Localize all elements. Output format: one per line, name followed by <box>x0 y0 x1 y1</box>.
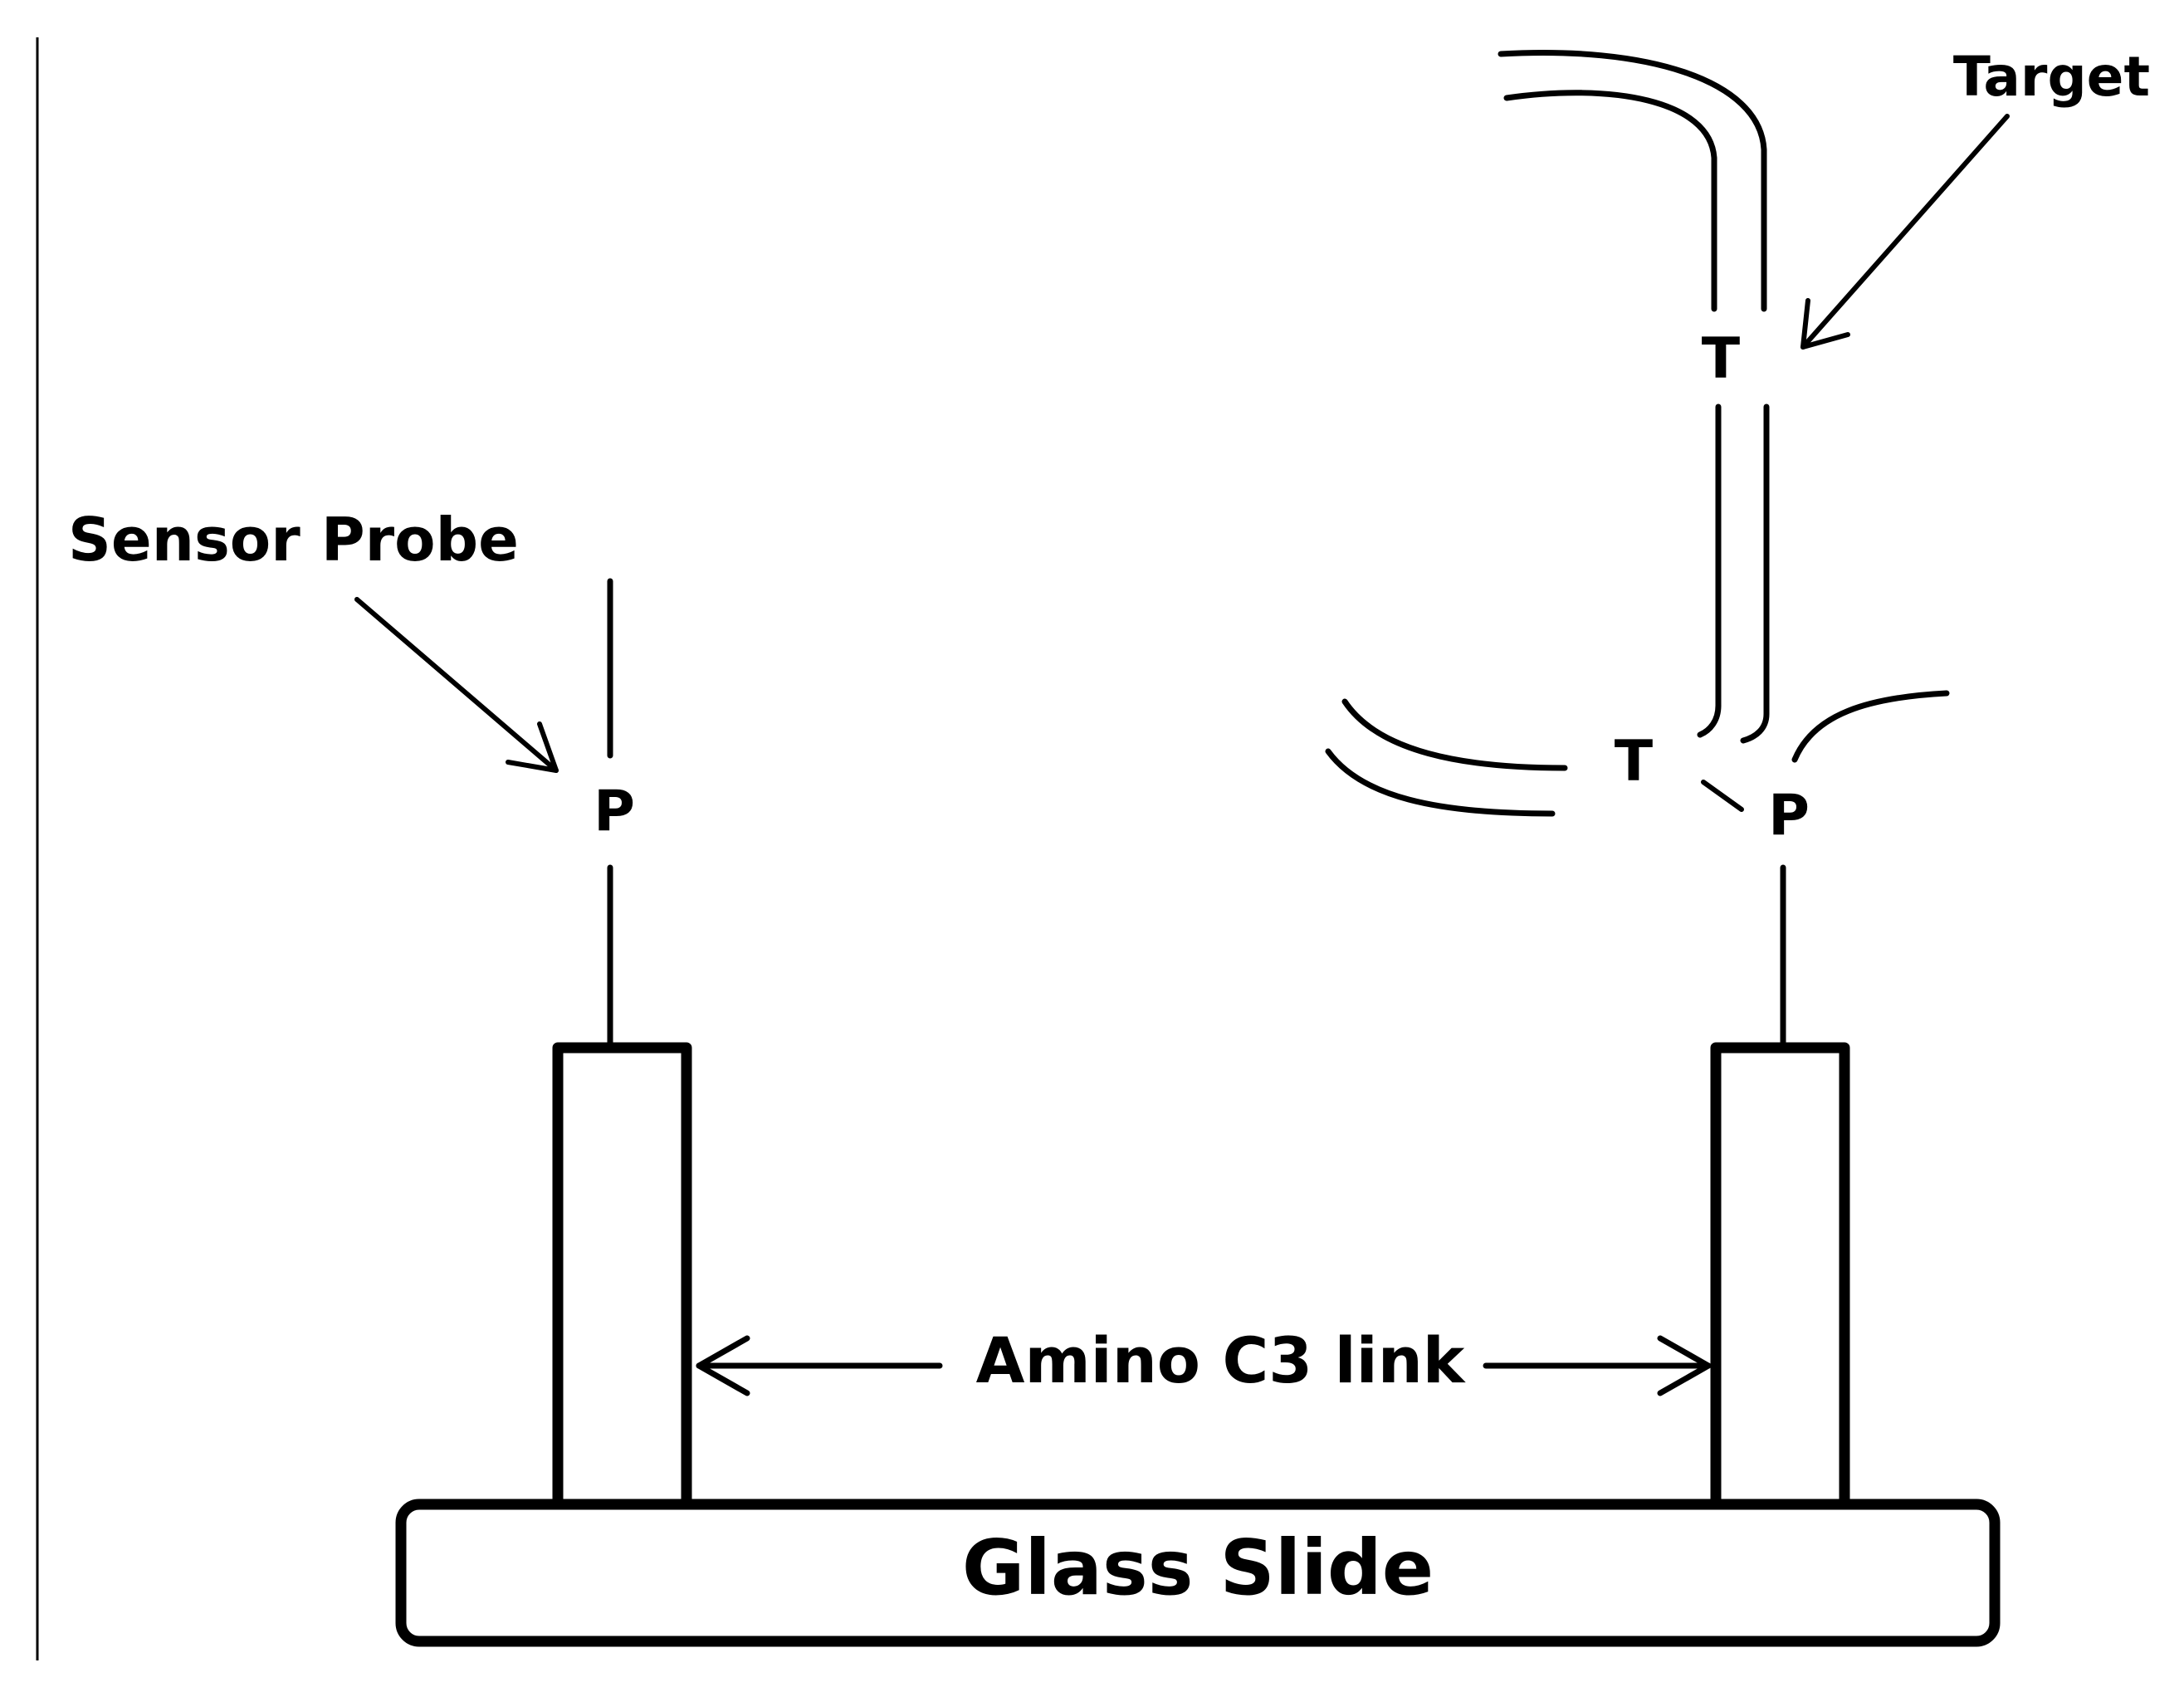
glass-slide <box>395 1499 2001 1647</box>
sensor-probe-arrow <box>354 597 559 773</box>
sensor-probe-label: Sensor Probe <box>68 505 519 575</box>
right-probe-strand <box>1780 690 1950 1051</box>
glass-slide-label: Glass Slide <box>962 1523 1434 1612</box>
hybridization-bond <box>1701 780 1744 812</box>
target-strand <box>1325 49 1770 817</box>
right-linker-pillar <box>1710 1042 1850 1510</box>
target-arrow <box>1800 114 2010 350</box>
target-label: Target <box>1953 45 2150 109</box>
linker-label: Amino C3 link <box>976 1323 1466 1397</box>
left-linker-pillar <box>552 1042 692 1510</box>
target-t-upper-label: T <box>1702 326 1741 392</box>
linker-left-arrow <box>696 1335 943 1396</box>
linker-right-arrow <box>1483 1335 1712 1396</box>
target-t-lower-label: T <box>1615 729 1654 795</box>
left-probe-p-label: P <box>594 779 635 844</box>
right-probe-p-label: P <box>1768 783 1810 848</box>
